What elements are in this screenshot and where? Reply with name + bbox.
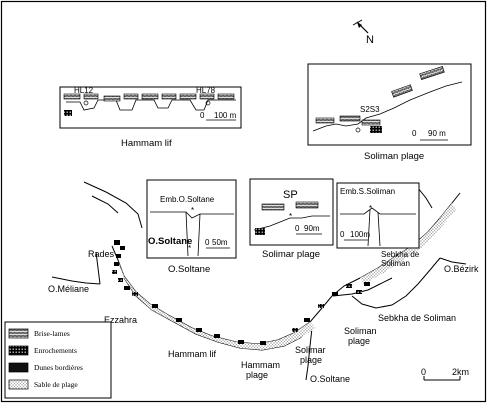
place-ezzahra: Ezzahra [104, 315, 137, 325]
asterisk-icon: * [188, 244, 191, 253]
place-rades: Rades [88, 249, 115, 259]
inset-scale-label: 100m [350, 230, 370, 239]
inset-o-soltane: * * Emb.O.Soltane O.Soltane 0 50m [146, 179, 237, 259]
legend-label-dunes: Dunes bordières [34, 363, 83, 372]
main-scale-zero: 0 [421, 367, 426, 377]
legend-swatch-dunes [8, 362, 29, 373]
legend-swatch-sand [8, 379, 29, 390]
north-label: N [366, 34, 374, 46]
inset-scale-label: 90 m [428, 129, 446, 138]
coastal-structures [112, 240, 370, 345]
inset-label-o-soltane: O.Soltane [148, 236, 192, 247]
inset-label-sp: SP [283, 189, 298, 201]
inset-label-sebkha-a: Sebkha de [381, 250, 420, 259]
asterisk-icon: * [369, 204, 372, 213]
inset-soliman-plage: S2S3 0 90 m [307, 63, 472, 146]
place-hammam-plage-b: plage [246, 370, 268, 380]
inset-scale-zero: 0 [412, 129, 417, 138]
beach-sand [118, 203, 456, 350]
north-arrow-icon [352, 19, 369, 34]
place-sebkha: Sebkha de Soliman [378, 313, 456, 323]
legend-label-sand: Sable de plage [34, 380, 78, 389]
inset-title-hammam-lif: Hammam lif [121, 138, 172, 149]
asterisk-icon [83, 100, 89, 106]
place-solimar-b: plage [300, 355, 322, 365]
inset-scale-label: 50m [212, 238, 228, 247]
asterisk-icon: * [191, 206, 194, 215]
inset-title-soliman-plage: Soliman plage [364, 151, 424, 162]
inset-label-emb-o-soltane: Emb.O.Soltane [160, 195, 215, 204]
legend-swatch-riprap [8, 345, 29, 356]
place-hammam-plage-a: Hammam [241, 360, 280, 370]
legend-label-breakwater: Brise-lames [34, 329, 70, 338]
inset-title-o-soltane: O.Soltane [168, 264, 210, 275]
place-hammam-lif: Hammam lif [168, 349, 217, 359]
asterisk-icon [355, 127, 361, 133]
place-o-soltane: O.Soltane [310, 374, 350, 384]
inset-scale-label: 90m [304, 224, 320, 233]
inset-scale-zero: 0 [200, 111, 205, 120]
place-solimar-a: Solimar [295, 345, 326, 355]
asterisk-icon [205, 100, 211, 106]
inset-title-solimar: Solimar plage [262, 249, 320, 260]
asterisk-icon: * [289, 212, 292, 221]
inset-solimar: * SP 0 90m [249, 178, 334, 246]
legend-label-riprap: Enrochements [34, 346, 77, 355]
inset-scale-zero: 0 [295, 224, 300, 233]
place-soliman-b: plage [348, 336, 370, 346]
main-scale-bar [423, 376, 461, 381]
inset-label-sebkha-b: Soliman [381, 259, 410, 268]
place-o-meliane: O.Méliane [48, 284, 89, 294]
legend: Brise-lames Enrochements Dunes bordières… [4, 321, 112, 399]
inset-label-s2s3: S2S3 [360, 105, 380, 114]
inset-scale-label: 100 m [214, 111, 237, 120]
inset-scale-zero: 0 [205, 238, 210, 247]
inset-scale-zero: 0 [340, 230, 345, 239]
legend-swatch-breakwater [8, 328, 29, 339]
place-soliman-a: Soliman [344, 326, 377, 336]
main-scale-label: 2km [452, 367, 469, 377]
inset-label-hl12: HL12 [74, 86, 94, 95]
inset-title-emb-soliman: Emb.S.Soliman [340, 187, 395, 196]
inset-hammam-lif: HL12 HL78 0 100 m [59, 86, 242, 129]
inset-emb-soliman: * Emb.S.Soliman 0 100m [336, 182, 420, 249]
inset-label-hl78: HL78 [196, 86, 216, 95]
place-o-bezirk: O.Bézirk [444, 264, 479, 274]
